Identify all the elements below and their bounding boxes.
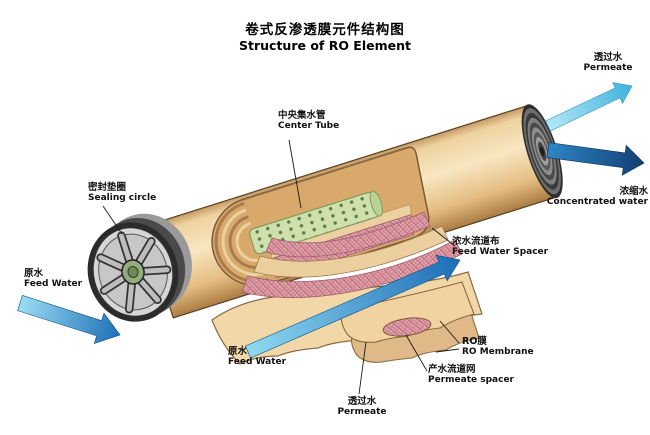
concentrated-water-arrow <box>546 142 645 176</box>
permeate-arrow <box>545 82 633 132</box>
membrane-stack <box>340 281 480 363</box>
end-cap <box>87 213 192 322</box>
label-feed-water-spacer: 浓水流道布 Feed Water Spacer <box>452 236 549 257</box>
diagram-title: 卷式反渗透膜元件结构图 Structure of RO Element <box>0 22 650 53</box>
leader-permeate-spacer <box>405 334 428 372</box>
feed-water-flow-arrow <box>245 254 461 359</box>
label-permeate-bottom: 透过水 Permeate <box>337 396 387 417</box>
label-sealing-circle: 密封垫圈 Sealing circle <box>88 182 157 203</box>
cut-edge <box>242 146 408 201</box>
label-concentrated-water: 浓缩水 Concentrated water <box>546 186 648 207</box>
cap-spokes <box>98 233 170 312</box>
center-tube-end <box>369 190 383 217</box>
leader-permeate-bottom <box>358 341 367 395</box>
diagram-title-en: Structure of RO Element <box>239 38 411 53</box>
center-tube <box>249 190 383 255</box>
leader-feed-water-spacer <box>431 227 456 247</box>
leader-ro-membrane-bottom <box>435 348 460 353</box>
permeate-spacer-window <box>382 317 432 337</box>
label-feed-water-bottom: 原水 Feed Water <box>228 346 287 367</box>
feed-water-arrow <box>17 295 121 344</box>
cap-hub-center <box>127 266 139 278</box>
wound-layer-arc-2 <box>221 208 267 276</box>
wound-layer-arc-3 <box>228 215 265 269</box>
leader-center-tube <box>288 139 302 209</box>
feed-spacer-sheet-lower <box>241 239 463 298</box>
membrane-sheet-mid <box>253 225 449 278</box>
label-feed-water-left: 原水 Feed Water <box>24 268 83 289</box>
leader-ro-membrane-top <box>439 320 460 344</box>
label-permeate-spacer: 产水流道网 Permeate spacer <box>428 364 514 385</box>
label-ro-membrane: RO膜 RO Membrane <box>462 336 534 357</box>
leader-sealing-circle <box>102 205 123 235</box>
wound-membrane-end <box>521 104 563 199</box>
wound-layer-arc-4 <box>235 221 263 262</box>
leader-lines <box>102 139 460 395</box>
label-permeate-top: 透过水 Permeate <box>583 52 633 73</box>
spacer-fan <box>241 211 463 298</box>
diagram-title-zh: 卷式反渗透膜元件结构图 <box>245 22 405 38</box>
label-center-tube: 中央集水管 Center Tube <box>278 110 340 131</box>
feed-spacer-sheet-upper <box>265 211 431 258</box>
